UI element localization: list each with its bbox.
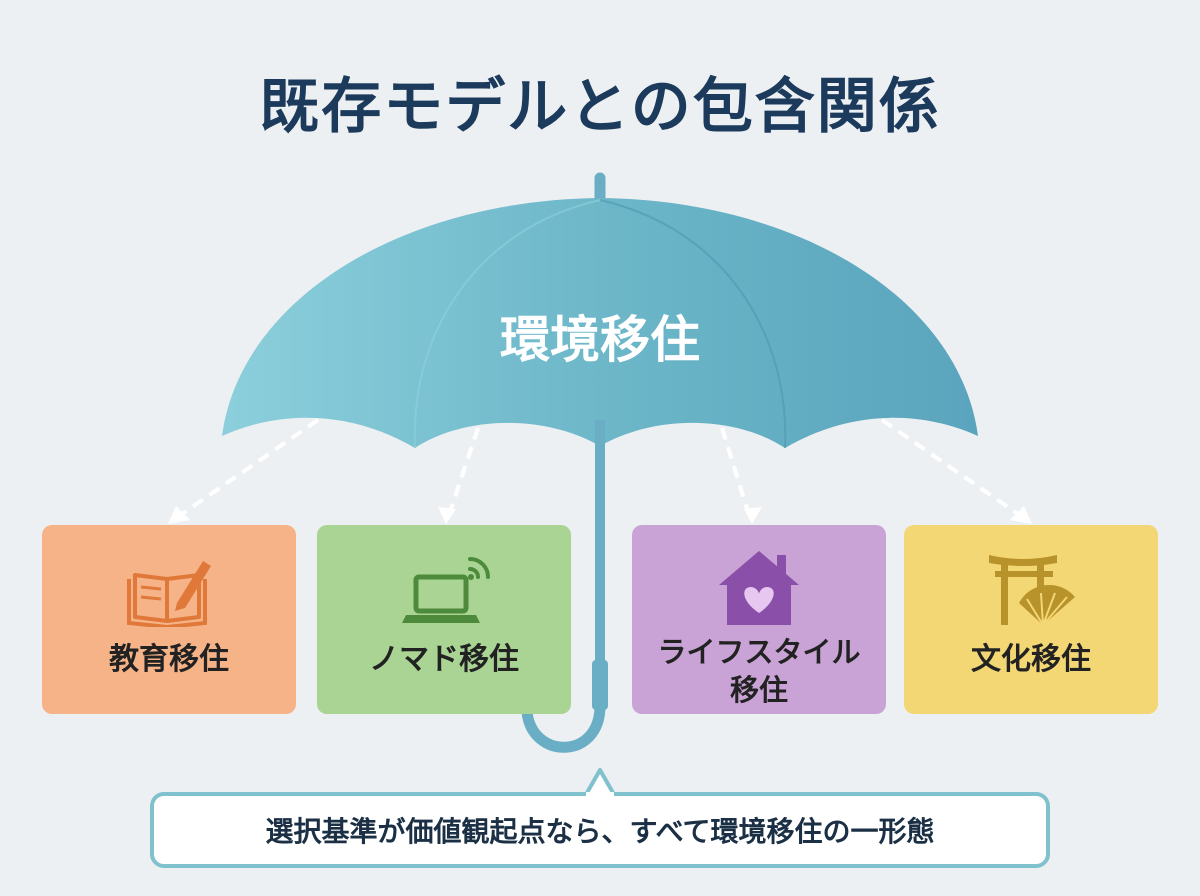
summary-callout-text: 選択基準が価値観起点なら、すべて環境移住の一形態: [265, 815, 935, 848]
model-card-education: 教育移住: [42, 525, 296, 714]
dashed-arrows: [180, 418, 1020, 516]
arrow-to-lifestyle: [720, 427, 750, 513]
callout-pointer: [582, 768, 618, 798]
arrow-to-education: [180, 418, 320, 516]
arrow-to-culture: [880, 418, 1020, 516]
model-label-nomad: ノマド移住: [369, 642, 519, 677]
arrowhead-culture: [1010, 506, 1032, 524]
model-label-education: 教育移住: [109, 642, 229, 677]
model-label-lifestyle: ライフスタイル 移住: [657, 635, 861, 707]
umbrella-grip: [592, 660, 608, 710]
model-card-lifestyle: ライフスタイル 移住: [632, 525, 886, 714]
torii-fan-icon: [989, 555, 1075, 626]
canopy-seam-left: [413, 199, 601, 449]
model-label-culture: 文化移住: [971, 642, 1091, 677]
arrowhead-education: [168, 506, 190, 524]
umbrella-handle: [521, 700, 606, 753]
model-card-culture: 文化移住: [904, 525, 1158, 714]
house-heart-icon: [719, 551, 799, 625]
summary-callout: 選択基準が価値観起点なら、すべて環境移住の一形態: [150, 792, 1050, 868]
umbrella-canopy: [222, 198, 978, 448]
arrow-heads: [168, 506, 1032, 524]
laptop-wifi-icon: [402, 557, 490, 623]
arrowhead-lifestyle: [744, 507, 762, 524]
callout-pointer-join: [586, 792, 614, 798]
model-card-nomad: ノマド移住: [317, 525, 571, 714]
arrowhead-nomad: [438, 507, 456, 524]
umbrella-label: 環境移住: [500, 311, 700, 369]
canopy-seam-right: [599, 199, 787, 449]
page-title: 既存モデルとの包含関係: [259, 72, 941, 142]
arrow-to-nomad: [448, 427, 480, 513]
book-pencil-icon: [127, 561, 211, 627]
